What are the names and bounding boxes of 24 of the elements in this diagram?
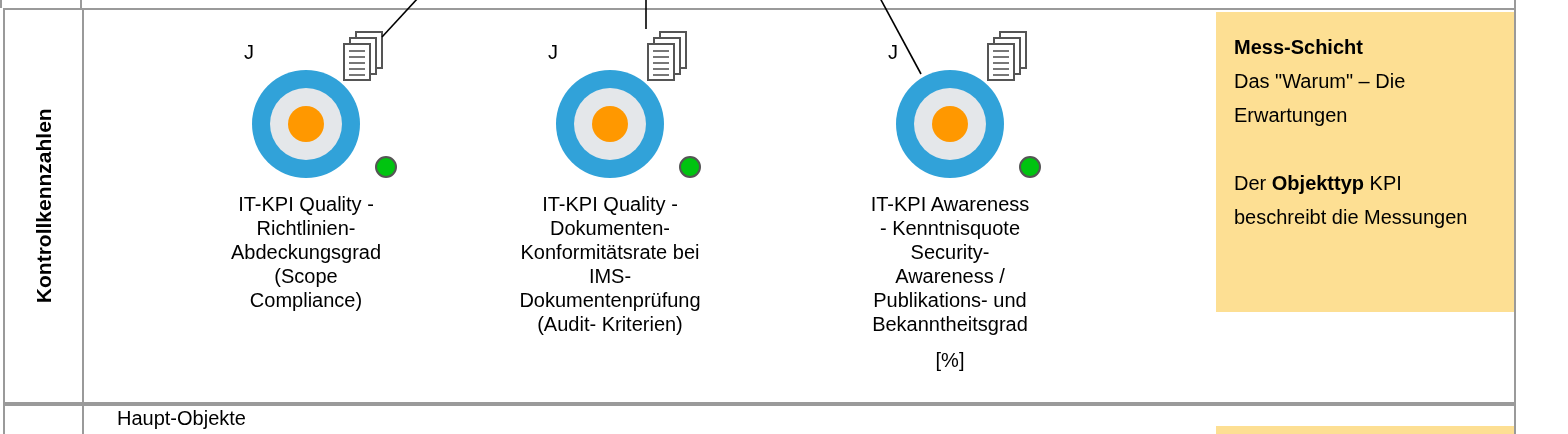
kpi-caption: IT-KPI Quality - Richtlinien- Abdeckungsgrad (Scope Compliance) — [229, 192, 383, 312]
kpi-target-icon — [896, 70, 1004, 178]
swimlane — [3, 8, 1516, 404]
note-text: Das "Warum" – Die Erwartungen — [1234, 69, 1407, 128]
lane-title: Kontrollkennzahlen — [30, 108, 56, 304]
unit-label: [%] — [935, 348, 965, 372]
kpi-caption: IT-KPI Quality - Dokumenten- Konformitätsrate bei IMS- Dokumentenprüfung (Audit- Kriterien) — [518, 192, 702, 336]
sticky-note — [1216, 12, 1514, 312]
kpi-marker-label: J — [888, 40, 898, 64]
note-text: Der Objekttyp KPI beschreibt die Messungen — [1234, 171, 1469, 230]
kpi-marker-label: J — [548, 40, 558, 64]
swimlane — [3, 404, 1516, 434]
lane-title: Haupt-Objekte — [117, 406, 246, 430]
kpi-target-icon — [556, 70, 664, 178]
documents-icon — [343, 31, 384, 82]
connector-line — [879, 0, 922, 75]
connector-line — [381, 0, 419, 38]
kpi-caption: IT-KPI Awareness - Kenntnisquote Security- Awareness / Publikations- und Bekanntheitsgrad — [870, 192, 1030, 336]
note-title: Mess-Schicht — [1234, 35, 1364, 60]
kpi-marker-label: J — [244, 40, 254, 64]
connector-line — [645, 0, 647, 30]
documents-icon — [647, 31, 688, 82]
kpi-target-icon — [252, 70, 360, 178]
documents-icon — [987, 31, 1028, 82]
